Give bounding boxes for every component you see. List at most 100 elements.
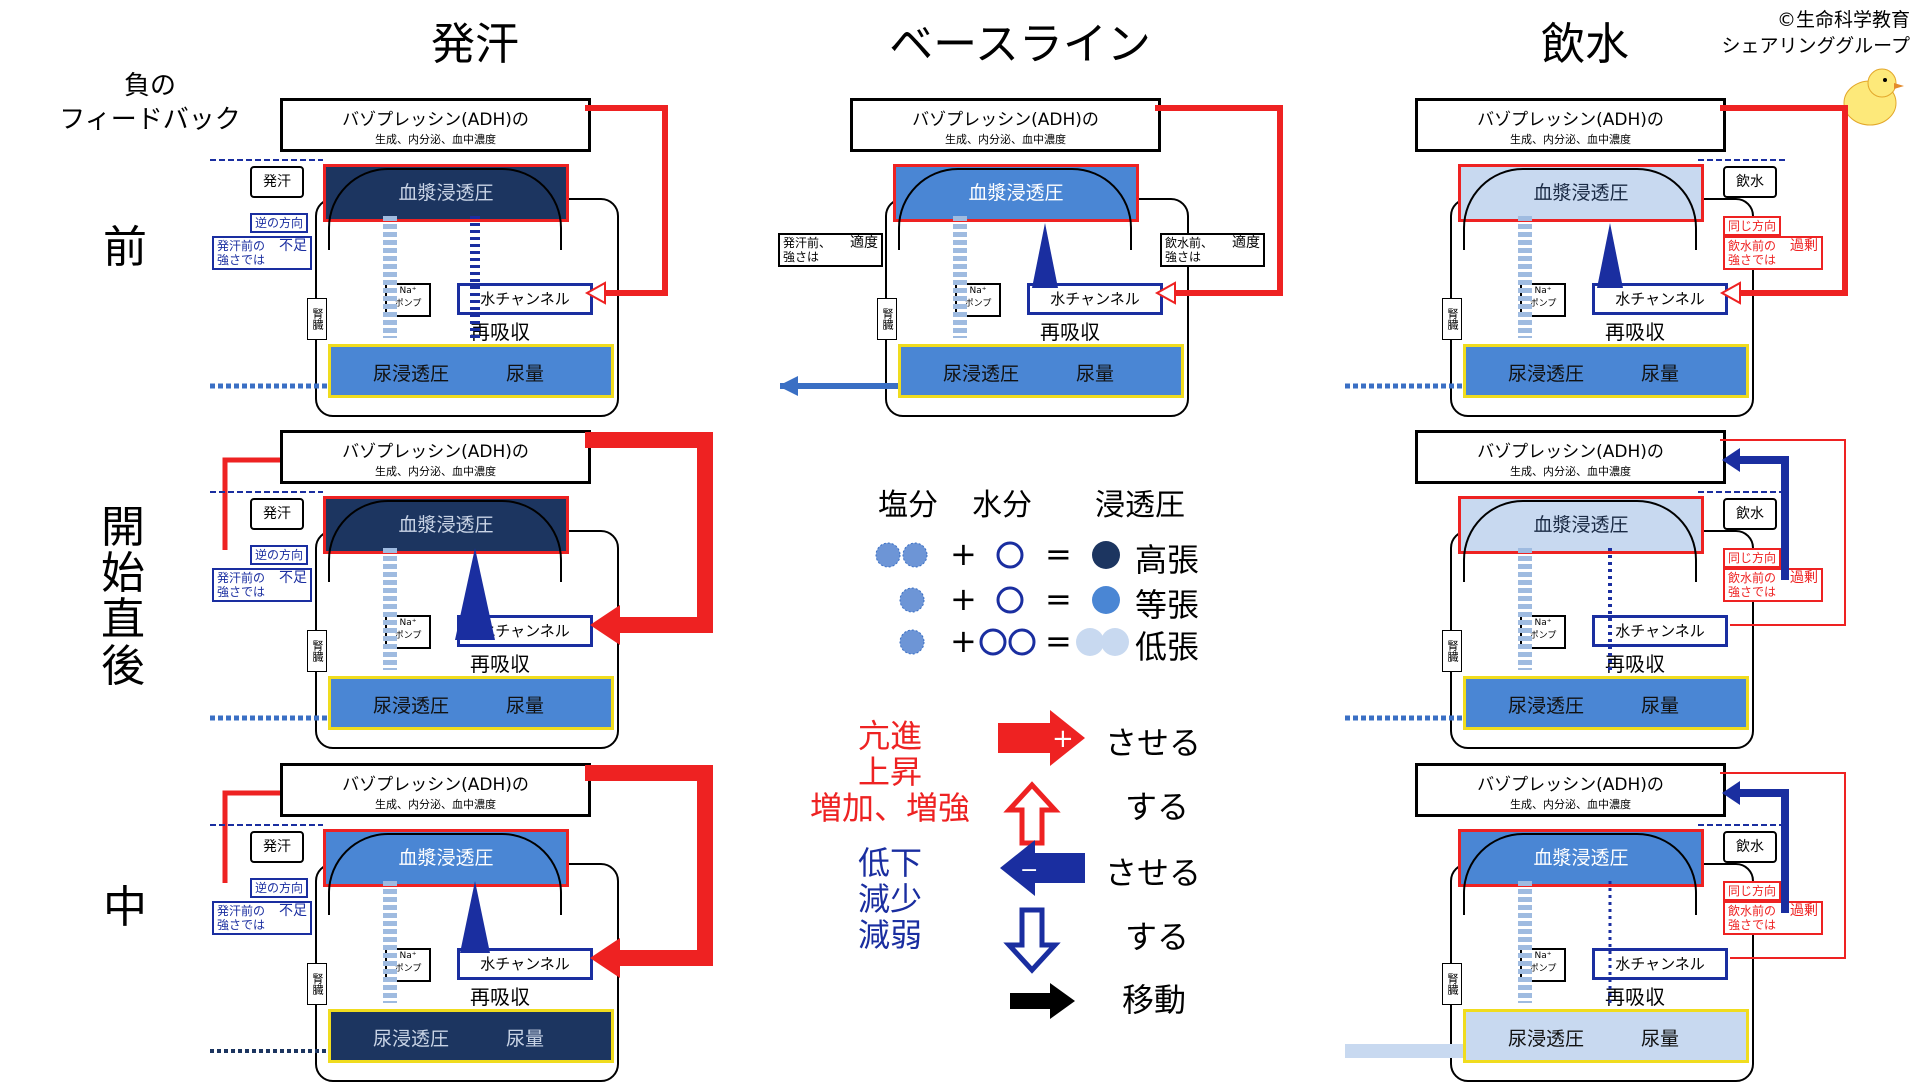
legend-plus-1: +: [950, 535, 977, 573]
legend-label-hypo: 低張: [1135, 628, 1200, 666]
drink-box: 飲水: [1723, 166, 1777, 198]
adh-box: バゾプレッシン(ADH)の生成、内分泌、血中濃度: [280, 98, 591, 152]
panel-baseline: バゾプレッシン(ADH)の生成、内分泌、血中濃度 血漿浸透圧 発汗前、適度強さは…: [778, 98, 1300, 418]
arrow-legend-graphics: + −: [998, 710, 1085, 1019]
same-direction-note: 同じ方向: [1723, 548, 1782, 568]
label-increase: する: [1125, 788, 1190, 826]
row-label-during: 中: [103, 882, 147, 933]
panel-sweat-start: バゾプレッシン(ADH)の生成、内分泌、血中濃度 血漿浸透圧 発汗 逆の方向 発…: [210, 430, 730, 750]
red-word-2: 上昇: [857, 753, 922, 791]
feedback-arrow: [1345, 105, 1848, 389]
feedback-arrow: [1345, 772, 1846, 1058]
reabsorption-label: 再吸収: [470, 985, 530, 1009]
legend-eq-1: =: [1045, 535, 1072, 573]
label-cause-decrease: させる: [1105, 854, 1202, 892]
water-channel: 水チャンネル: [1592, 283, 1728, 315]
blue-word-2: 減少: [857, 880, 922, 918]
sweat-box: 発汗: [250, 831, 304, 863]
legend-eq-2: =: [1045, 580, 1072, 618]
water-channel: 水チャンネル: [1592, 615, 1728, 647]
drink-box: 飲水: [1723, 498, 1777, 530]
urine-box: 尿浸透圧尿量: [1463, 1009, 1749, 1063]
renal-label: 腎臓: [307, 630, 327, 672]
red-words: 亢進 上昇 増加、増強: [800, 718, 980, 826]
copyright-line2: シェアリンググループ: [1721, 34, 1910, 57]
water-channel: 水チャンネル: [1027, 283, 1163, 315]
feedback-arrow: [210, 432, 713, 721]
adh-box: バゾプレッシン(ADH)の生成、内分泌、血中濃度: [1415, 763, 1726, 817]
feedback-line1: 負の: [123, 71, 176, 101]
reabsorption-label: 再吸収: [1605, 652, 1665, 676]
panel-sweat-before: バゾプレッシン(ADH)の生成、内分泌、血中濃度 血漿浸透圧 発汗 逆の方向 発…: [210, 98, 730, 418]
strength-insufficient-note: 発汗前の不足強さでは: [212, 568, 312, 602]
feedback-arrow: [780, 105, 1283, 396]
red-word-3: 増加、増強: [809, 789, 970, 827]
baseline-drink-note: 飲水前、適度強さは: [1160, 233, 1265, 267]
opposite-direction-note: 逆の方向: [250, 878, 309, 898]
urine-box: 尿浸透圧尿量: [1463, 676, 1749, 730]
na-pump: Na⁺ポンプ: [385, 283, 431, 317]
urine-box: 尿浸透圧尿量: [1463, 344, 1749, 398]
urine-box: 尿浸透圧尿量: [328, 344, 614, 398]
reabsorption-label: 再吸収: [470, 652, 530, 676]
opposite-direction-note: 逆の方向: [250, 213, 309, 233]
strength-excess-note: 飲水前の過剰強さでは: [1723, 568, 1823, 602]
same-direction-note: 同じ方向: [1723, 216, 1782, 236]
reabsorption-label: 再吸収: [1605, 985, 1665, 1009]
strength-excess-note: 飲水前の過剰強さでは: [1723, 236, 1823, 270]
legend-salt-header: 塩分: [878, 488, 938, 523]
feedback-arrow: [210, 105, 668, 389]
baseline-sweat-note: 発汗前、適度強さは: [778, 233, 883, 267]
water-channel: 水チャンネル: [457, 948, 593, 980]
feedback-arrow: [1345, 439, 1846, 721]
strength-excess-note: 飲水前の過剰強さでは: [1723, 901, 1823, 935]
opposite-direction-note: 逆の方向: [250, 545, 309, 565]
label-movement: 移動: [1122, 981, 1187, 1019]
urine-box: 尿浸透圧尿量: [328, 676, 614, 730]
adh-box: バゾプレッシン(ADH)の生成、内分泌、血中濃度: [1415, 430, 1726, 484]
adh-box: バゾプレッシン(ADH)の生成、内分泌、血中濃度: [1415, 98, 1726, 152]
label-decrease: する: [1125, 918, 1190, 956]
feedback-line2: フィードバック: [59, 104, 241, 135]
panel-sweat-during: バゾプレッシン(ADH)の生成、内分泌、血中濃度 血漿浸透圧 発汗 逆の方向 発…: [210, 763, 730, 1083]
renal-label: 腎臓: [307, 298, 327, 340]
panel-drink-before: バゾプレッシン(ADH)の生成、内分泌、血中濃度 血漿浸透圧 飲水 同じ方向 飲…: [1345, 98, 1865, 418]
legend-label-iso: 等張: [1135, 586, 1200, 624]
legend-plus-2: +: [950, 580, 977, 618]
reabsorption-label: 再吸収: [1040, 320, 1100, 344]
renal-label: 腎臓: [877, 298, 897, 340]
panel-drink-start: バゾプレッシン(ADH)の生成、内分泌、血中濃度 血漿浸透圧 飲水 同じ方向 飲…: [1345, 430, 1865, 750]
renal-label: 腎臓: [1442, 630, 1462, 672]
blue-words: 低下 減少 減弱: [830, 845, 950, 953]
row-label-start: 開始直後: [101, 502, 145, 692]
urine-box: 尿浸透圧尿量: [328, 1009, 614, 1063]
strength-insufficient-note: 発汗前の不足強さでは: [212, 236, 312, 270]
red-word-1: 亢進: [857, 717, 922, 755]
adh-box: バゾプレッシン(ADH)の生成、内分泌、血中濃度: [850, 98, 1161, 152]
legend-eq-3: =: [1045, 622, 1072, 660]
blue-word-1: 低下: [857, 844, 922, 882]
column-title-sweat: 発汗: [431, 19, 519, 70]
adh-box: バゾプレッシン(ADH)の生成、内分泌、血中濃度: [280, 430, 591, 484]
legend-label-hyper: 高張: [1135, 541, 1200, 579]
feedback-arrow: [210, 765, 713, 1053]
panel-drink-during: バゾプレッシン(ADH)の生成、内分泌、血中濃度 血漿浸透圧 飲水 同じ方向 飲…: [1345, 763, 1865, 1083]
water-channel: 水チャンネル: [1592, 948, 1728, 980]
reabsorption-label: 再吸収: [1605, 320, 1665, 344]
adh-box: バゾプレッシン(ADH)の生成、内分泌、血中濃度: [280, 763, 591, 817]
renal-label: 腎臓: [307, 963, 327, 1005]
drink-box: 飲水: [1723, 831, 1777, 863]
renal-label: 腎臓: [1442, 298, 1462, 340]
sweat-box: 発汗: [250, 498, 304, 530]
column-title-drink: 飲水: [1541, 19, 1629, 70]
chick-icon: [1830, 55, 1910, 135]
same-direction-note: 同じ方向: [1723, 881, 1782, 901]
renal-label: 腎臓: [1442, 963, 1462, 1005]
copyright: ©生命科学教育 シェアリンググループ: [1650, 8, 1910, 59]
column-title-baseline: ベースライン: [889, 19, 1151, 70]
legend-osmo-header: 浸透圧: [1095, 488, 1185, 523]
row-label-before: 前: [103, 222, 147, 273]
osmolality-legend-graphic: [875, 541, 1129, 656]
label-cause-increase: させる: [1105, 724, 1202, 762]
legend-water-header: 水分: [972, 488, 1032, 523]
